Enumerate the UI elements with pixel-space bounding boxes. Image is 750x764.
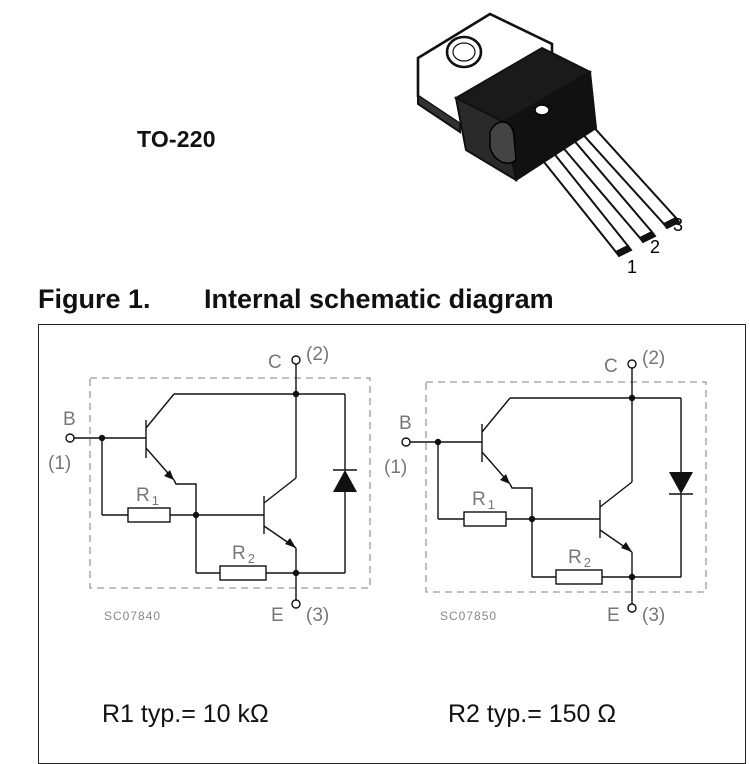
pin-label-3: 3 [673, 215, 683, 235]
emitter-arrow [621, 542, 632, 552]
diode-icon [333, 470, 357, 492]
collector-label: C [268, 352, 282, 373]
collector-label: C [604, 356, 618, 377]
base-terminal [401, 437, 411, 447]
to220-package-drawing: 1 2 3 [416, 12, 683, 277]
schematic-wires [74, 364, 357, 600]
collector-pin-label: (2) [642, 348, 665, 369]
diode-icon [669, 472, 693, 494]
dashed-outline [89, 377, 371, 589]
pin-label-2: 2 [650, 237, 660, 257]
emitter-label: E [271, 605, 284, 626]
pin-label-1: 1 [627, 257, 637, 277]
package-tab-edge [417, 96, 461, 134]
base-pin-label: (1) [384, 457, 407, 478]
resistor-r1 [127, 507, 171, 523]
dashed-outline [425, 381, 707, 593]
emitter-arrow [285, 538, 296, 548]
r2-typical-value: R2 typ.= 150 Ω [448, 700, 617, 728]
resistor-r1 [463, 511, 507, 527]
figure-title: Figure 1. Internal schematic diagram [38, 284, 554, 315]
emitter-pin-label: (3) [306, 605, 329, 626]
figure-number: Figure 1. [38, 284, 151, 314]
base-drive-arrow [164, 470, 174, 480]
mounting-hole [445, 35, 483, 69]
emitter-pin-label: (3) [642, 605, 665, 626]
base-pin-label: (1) [48, 453, 71, 474]
r1-typical-value: R1 typ.= 10 kΩ [102, 700, 269, 728]
resistor-r2 [219, 565, 267, 581]
base-label: B [399, 413, 412, 434]
schematic-code: SC07850 [440, 609, 497, 623]
emitter-terminal [627, 603, 637, 613]
schematic-code: SC07840 [104, 609, 161, 623]
emitter-terminal [291, 599, 301, 609]
collector-terminal [627, 359, 637, 369]
base-drive-arrow [500, 474, 510, 484]
figure-caption: Internal schematic diagram [204, 284, 554, 314]
resistor-r2 [555, 569, 603, 585]
package-label: TO-220 [137, 126, 216, 152]
collector-pin-label: (2) [306, 344, 329, 365]
package-dimple [534, 104, 550, 116]
schematic-wires [410, 368, 693, 604]
base-label: B [63, 409, 76, 430]
emitter-label: E [607, 605, 620, 626]
base-terminal [65, 433, 75, 443]
collector-terminal [291, 355, 301, 365]
